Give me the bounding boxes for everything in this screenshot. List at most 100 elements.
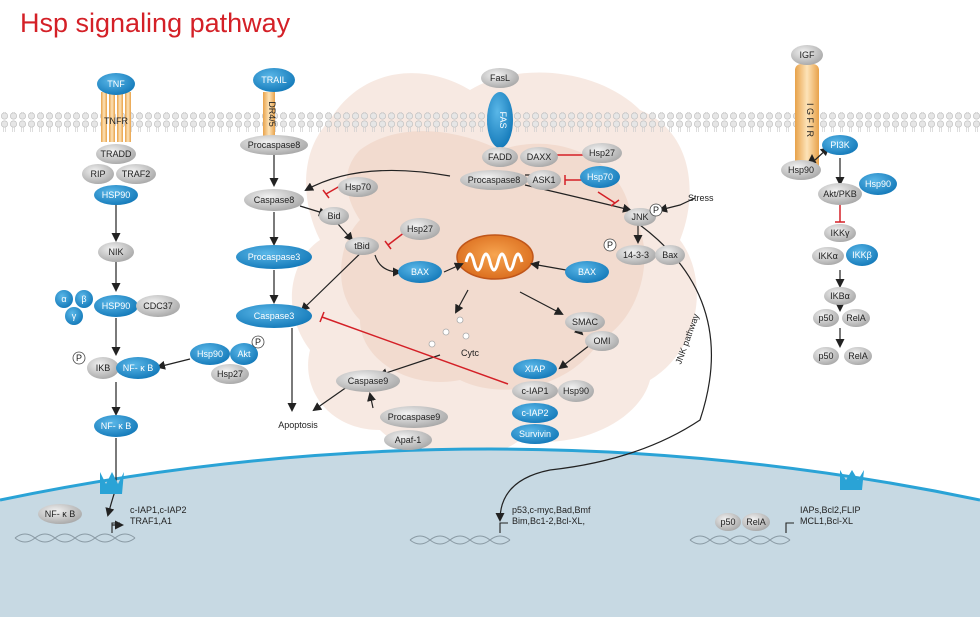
bax-right-label: BAX <box>578 267 596 277</box>
bid-node <box>319 207 349 225</box>
nucleus-nfkb-node <box>38 504 82 524</box>
p-ikb-label: P <box>76 353 82 363</box>
procaspase3-label: Procaspase3 <box>248 252 301 262</box>
aktpkb-label: Akt/PKB <box>823 189 857 199</box>
nfkb-mid-label: NF- κ B <box>123 363 154 373</box>
nuclear-membrane <box>0 447 980 502</box>
genes-mid-2: Bim,Bc1-2,Bcl-XL, <box>512 516 585 526</box>
beta-node <box>75 290 93 308</box>
apaf1-label: Apaf-1 <box>395 435 422 445</box>
receptors <box>101 64 819 174</box>
procaspase9-node <box>380 406 448 428</box>
ikba-label: IKBα <box>830 291 850 301</box>
transcription-markers <box>111 522 794 533</box>
genes-left-2: TRAF1,A1 <box>130 516 172 526</box>
cytc-dots <box>428 316 470 348</box>
nucleus <box>0 449 980 617</box>
hsp90-akt-label: Hsp90 <box>197 349 223 359</box>
rip-node <box>82 164 114 184</box>
ikb-label: IKB <box>96 363 111 373</box>
survivin-label: Survivin <box>519 429 551 439</box>
tbid-node <box>345 237 379 255</box>
gamma-label: γ <box>72 311 77 321</box>
cytc-label: Cytc <box>461 348 480 358</box>
hsp90-akt-right-label: Hsp90 <box>865 179 891 189</box>
page-title: Hsp signaling pathway <box>20 8 291 38</box>
rela-node <box>842 309 870 327</box>
fas-node <box>487 92 513 148</box>
p-jnk-label: P <box>653 205 659 215</box>
hsp90-left-label: HSP90 <box>102 190 131 200</box>
alpha-label: α <box>61 294 66 304</box>
tnf-label: TNF <box>107 79 125 89</box>
procaspase8-left-label: Procaspase8 <box>248 140 301 150</box>
pi3k-label: PI3K <box>830 140 850 150</box>
nik-label: NIK <box>108 247 123 257</box>
ikkg-node <box>824 224 856 242</box>
tnfr-label: TNFR <box>104 116 128 126</box>
apoptosis-label: Apoptosis <box>278 420 318 430</box>
bax-right-node <box>565 261 609 283</box>
hsp27-tbid-label: Hsp27 <box>407 224 433 234</box>
rela-b-node <box>844 347 872 365</box>
igf1r-label: I G F I R <box>805 103 815 138</box>
dna-strands <box>14 533 791 545</box>
hsp27-tbid-node <box>400 218 440 240</box>
omi-label: OMI <box>594 336 611 346</box>
traf2-label: TRAF2 <box>122 169 151 179</box>
rip-label: RIP <box>90 169 105 179</box>
procaspase9-label: Procaspase9 <box>388 412 441 422</box>
cdc37-node <box>136 295 180 317</box>
nfkb-mid-node <box>116 357 160 379</box>
p-1433-node <box>603 238 617 252</box>
hsp90-igf-label: Hsp90 <box>788 165 814 175</box>
p-jnk-node <box>649 203 663 217</box>
p50-b-node <box>813 347 839 365</box>
ikba-node <box>824 287 856 305</box>
hsp27-daxx-label: Hsp27 <box>589 148 615 158</box>
tbid-label: tBid <box>354 241 370 251</box>
fadd-label: FADD <box>488 152 513 162</box>
ikka-label: IKKα <box>818 251 838 261</box>
bax-small-label: Bax <box>662 250 678 260</box>
hsp70-bid-label: Hsp70 <box>345 182 371 192</box>
mitochondrion <box>456 234 534 280</box>
trail-node <box>253 68 295 92</box>
rela-b-label: RelA <box>848 351 868 361</box>
cdc37-label: CDC37 <box>143 301 173 311</box>
nik-node <box>98 242 134 262</box>
caspase9-node <box>336 370 400 392</box>
p50-node <box>813 309 839 327</box>
p50-b-label: p50 <box>818 351 833 361</box>
fas-label: FAS <box>498 111 508 128</box>
igf-node <box>791 45 823 65</box>
hsp90-akt-right-node <box>859 173 897 195</box>
genes-left-1: c-IAP1,c-IAP2 <box>130 505 187 515</box>
ask1-node <box>527 170 561 190</box>
daxx-label: DAXX <box>527 152 552 162</box>
nucleus-nfkb-label: NF- κ B <box>45 509 76 519</box>
hsp70-ask1-label: Hsp70 <box>587 172 613 182</box>
xiap-node <box>513 359 557 379</box>
smac-label: SMAC <box>572 317 599 327</box>
caspase9-label: Caspase9 <box>348 376 389 386</box>
dr45-label: DR4/5 <box>267 101 277 127</box>
hsp90-ikk-label: HSP90 <box>102 301 131 311</box>
p-akt-node <box>251 335 265 349</box>
ikkb-label: IKKβ <box>852 250 872 260</box>
jnk-node <box>624 208 656 226</box>
genes-mid-1: p53,c-myc,Bad,Bmf <box>512 505 591 515</box>
hsp70-ask1-node <box>580 166 620 188</box>
p-akt-label: P <box>255 337 261 347</box>
trail-label: TRAIL <box>261 75 287 85</box>
p-1433-label: P <box>607 240 613 250</box>
procaspase8-mid-node <box>460 170 528 190</box>
nfkb-low-label: NF- κ B <box>101 421 132 431</box>
daxx-node <box>520 147 558 167</box>
bax-left-node <box>398 261 442 283</box>
procaspase3-node <box>236 245 312 269</box>
nucleus-rela-label: RelA <box>746 517 766 527</box>
hsp27-akt-label: Hsp27 <box>217 369 243 379</box>
hsp90-left-node <box>94 185 138 205</box>
